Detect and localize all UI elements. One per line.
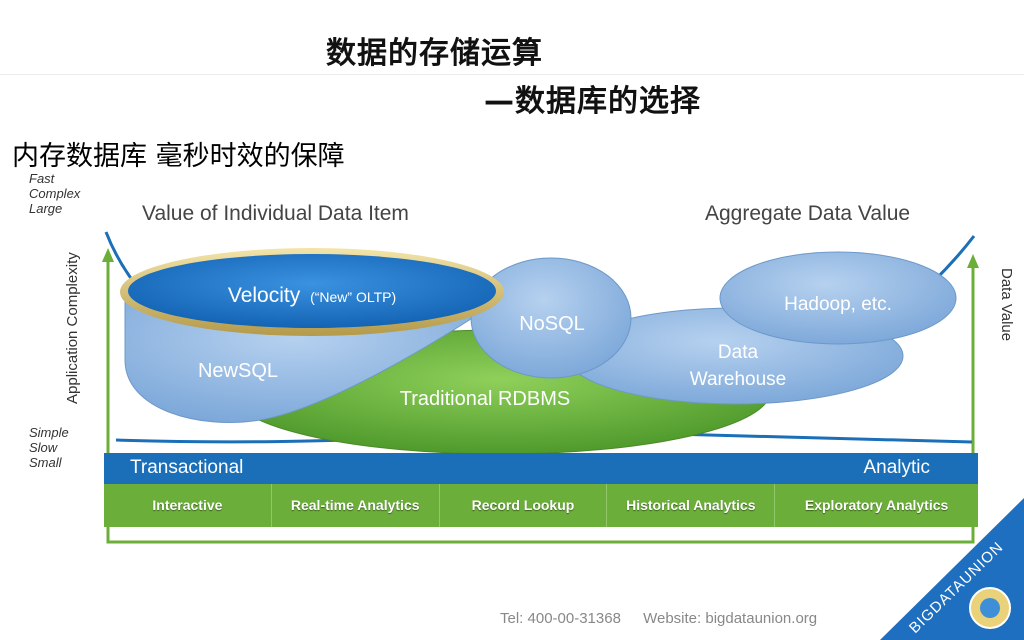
cell-realtime-analytics: Real-time Analytics: [272, 484, 440, 527]
axis-top-note: Fast Complex Large: [29, 171, 81, 216]
footer-website: Website: bigdataunion.org: [643, 610, 818, 627]
slide-subtitle: 内存数据库 毫秒时效的保障: [12, 141, 345, 172]
workload-band: Transactional Analytic: [104, 453, 978, 484]
analytic-label: Analytic: [863, 457, 930, 478]
globe-icon-inner: [980, 598, 1000, 618]
axis-bottom-note: Simple Slow Small: [29, 425, 69, 470]
nosql-label: NoSQL: [519, 313, 585, 335]
cell-record-lookup: Record Lookup: [440, 484, 608, 527]
individual-value-label: Value of Individual Data Item: [142, 202, 409, 225]
aggregate-value-label: Aggregate Data Value: [705, 202, 911, 225]
data-warehouse-label-line-2: Warehouse: [690, 369, 786, 390]
data-warehouse-label-line-1: Data: [718, 342, 759, 363]
velocity-label: Velocity (“New” OLTP): [228, 284, 396, 307]
footer-tel: Tel: 400-00-31368: [500, 610, 621, 627]
hadoop-label: Hadoop, etc.: [784, 294, 892, 315]
cell-exploratory-analytics: Exploratory Analytics: [804, 497, 949, 513]
footer: Tel: 400-00-31368 Website: bigdataunion.…: [500, 610, 835, 627]
rdbms-label: Traditional RDBMS: [400, 388, 570, 410]
right-axis-label: Data Value: [998, 268, 1015, 342]
title-divider: [0, 74, 1024, 75]
left-axis-arrow: [102, 248, 114, 262]
title-line-2: —数据库的选择: [484, 84, 701, 119]
hadoop-ellipse: [719, 251, 957, 345]
right-axis-arrow: [967, 254, 979, 268]
cell-interactive: Interactive: [104, 484, 272, 527]
left-axis-label: Application Complexity: [64, 252, 81, 404]
velocity-ellipse: [128, 254, 496, 328]
frame-line: [106, 258, 975, 544]
title-line-1: 数据的存储运算: [326, 36, 543, 71]
nosql-ellipse: [470, 257, 632, 379]
transactional-label: Transactional: [130, 457, 244, 478]
cell-historical-analytics: Historical Analytics: [607, 484, 776, 527]
newsql-label: NewSQL: [198, 360, 278, 382]
use-case-row: Interactive Real-time Analytics Record L…: [104, 484, 978, 527]
